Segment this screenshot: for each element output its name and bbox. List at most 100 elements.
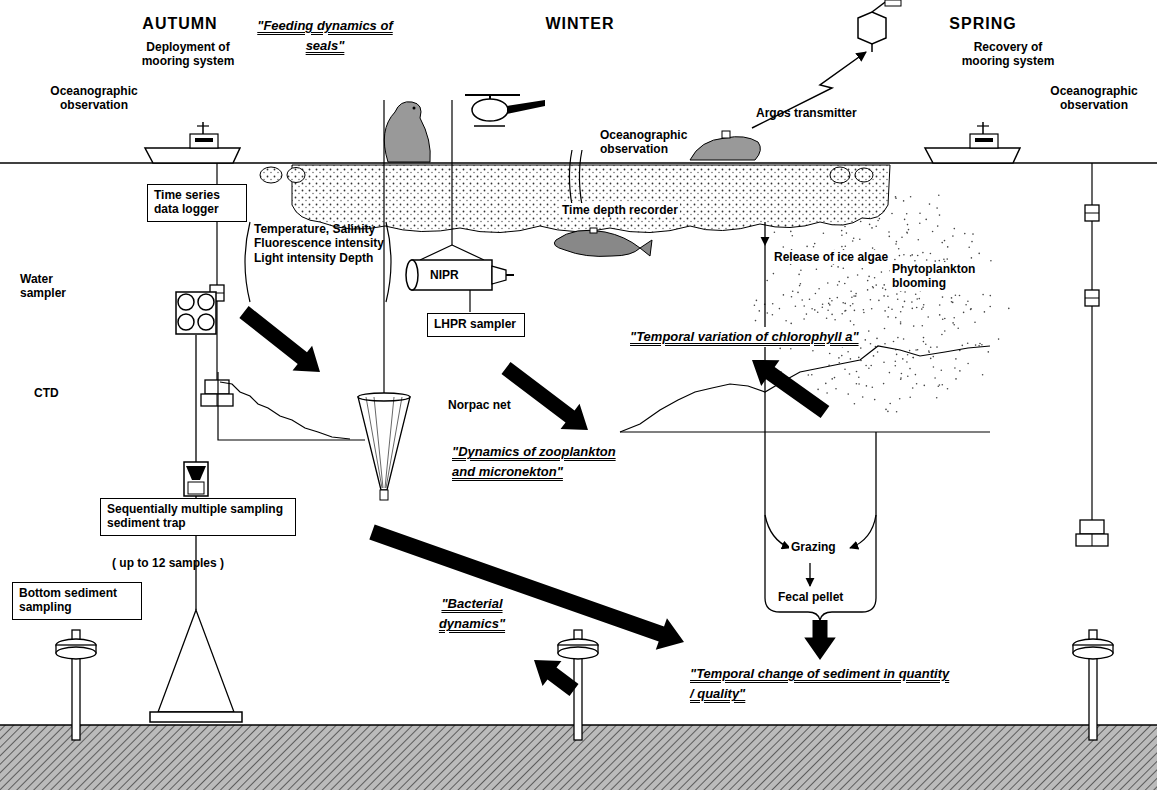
grazing-arrow [850, 515, 876, 548]
plankton-dot [816, 269, 818, 271]
plankton-dot [906, 213, 908, 215]
plankton-dot [903, 338, 905, 340]
plankton-dot [904, 219, 906, 221]
plankton-dot [990, 295, 992, 297]
plankton-dot [809, 298, 811, 300]
plankton-dot [926, 259, 928, 261]
lhpr-bridle [420, 245, 484, 260]
plankton-dot [903, 200, 905, 202]
plankton-dot [887, 316, 889, 318]
ctd-frame [201, 394, 233, 406]
satellite-panel [885, 0, 901, 6]
plankton-dot [936, 207, 938, 209]
core-ring-base [1073, 647, 1113, 659]
theme-title: "Dynamics of zooplankton and micronekton… [452, 442, 637, 482]
plankton-dot [967, 363, 969, 365]
plankton-dot [850, 320, 852, 322]
annotation: Oceanographic observation [1040, 84, 1148, 113]
plankton-dot [871, 308, 873, 310]
plankton-dot [817, 311, 819, 313]
plankton-dot [934, 377, 936, 379]
plankton-dot [829, 304, 831, 306]
plankton-dot [902, 358, 904, 360]
plankton-dot [800, 269, 802, 271]
trap-funnel [186, 466, 206, 480]
plankton-dot [944, 330, 946, 332]
net-mesh [366, 397, 382, 488]
plankton-dot [844, 303, 846, 305]
plankton-dot [783, 294, 785, 296]
plankton-dot [899, 255, 901, 257]
ship-window [195, 138, 213, 142]
plankton-dot [831, 300, 833, 302]
plankton-dot [955, 295, 957, 297]
core-ring-base [558, 647, 598, 659]
plankton-dot [844, 310, 846, 312]
plankton-dot [849, 373, 851, 375]
plankton-dot [938, 194, 940, 196]
plankton-dot [838, 357, 840, 359]
plankton-dot [896, 354, 898, 356]
plankton-dot [872, 247, 874, 249]
plankton-dot [843, 267, 845, 269]
plankton-dot [923, 304, 925, 306]
plankton-dot [858, 383, 860, 385]
chlorophyll-curve [620, 346, 990, 432]
plankton-dot [841, 313, 843, 315]
plankton-dot [855, 293, 857, 295]
annotation: CTD [34, 386, 59, 400]
plankton-dot [939, 384, 941, 386]
float-ball [198, 314, 214, 330]
plankton-dot [887, 295, 889, 297]
helicopter-rotor [465, 94, 520, 96]
plankton-dot [756, 300, 758, 302]
plankton-dot [779, 348, 781, 350]
plankton-dot [912, 357, 914, 359]
plankton-dot [838, 281, 840, 283]
plankton-dot [888, 231, 890, 233]
lhpr-body [412, 260, 492, 290]
plankton-dot [900, 323, 902, 325]
annotation: Release of ice algae [772, 250, 890, 264]
plankton-dot [814, 243, 816, 245]
plankton-dot [959, 295, 961, 297]
float-ball [178, 294, 194, 310]
plankton-dot [795, 306, 797, 308]
plankton-dot [895, 198, 897, 200]
plankton-dot [897, 337, 899, 339]
plankton-dot [854, 310, 856, 312]
plankton-dot [909, 368, 911, 370]
plankton-dot [932, 231, 934, 233]
plankton-dot [792, 235, 794, 237]
plankton-dot [785, 320, 787, 322]
plankton-dot [860, 221, 862, 223]
anchor-weight [150, 712, 242, 722]
plankton-dot [834, 319, 836, 321]
plankton-dot [915, 294, 917, 296]
annotation: Fecal pellet [776, 590, 845, 604]
plankton-dot [826, 392, 828, 394]
plankton-dot [844, 283, 846, 285]
plankton-dot [815, 293, 817, 295]
water-sampler [1085, 290, 1099, 306]
plankton-dot [860, 347, 862, 349]
big-arrow [239, 306, 320, 372]
box-label: Sequentially multiple sampling sediment … [107, 502, 289, 531]
ship-hull [145, 148, 240, 163]
plankton-dot [790, 323, 792, 325]
plankton-dot [792, 290, 794, 292]
plankton-dot [910, 196, 912, 198]
plankton-dot [900, 311, 902, 313]
plankton-dot [988, 351, 990, 353]
big-arrow [804, 620, 836, 660]
annotation: Oceanographic observation [40, 84, 148, 113]
plankton-dot [896, 241, 898, 243]
box-label: Time series data logger [154, 188, 240, 217]
plankton-dot [875, 226, 877, 228]
plankton-dot [857, 274, 859, 276]
plankton-dot [930, 253, 932, 255]
lhpr-fin [506, 274, 514, 276]
tdr-tag [590, 228, 597, 233]
plankton-dot [891, 213, 893, 215]
plankton-dot [901, 236, 903, 238]
